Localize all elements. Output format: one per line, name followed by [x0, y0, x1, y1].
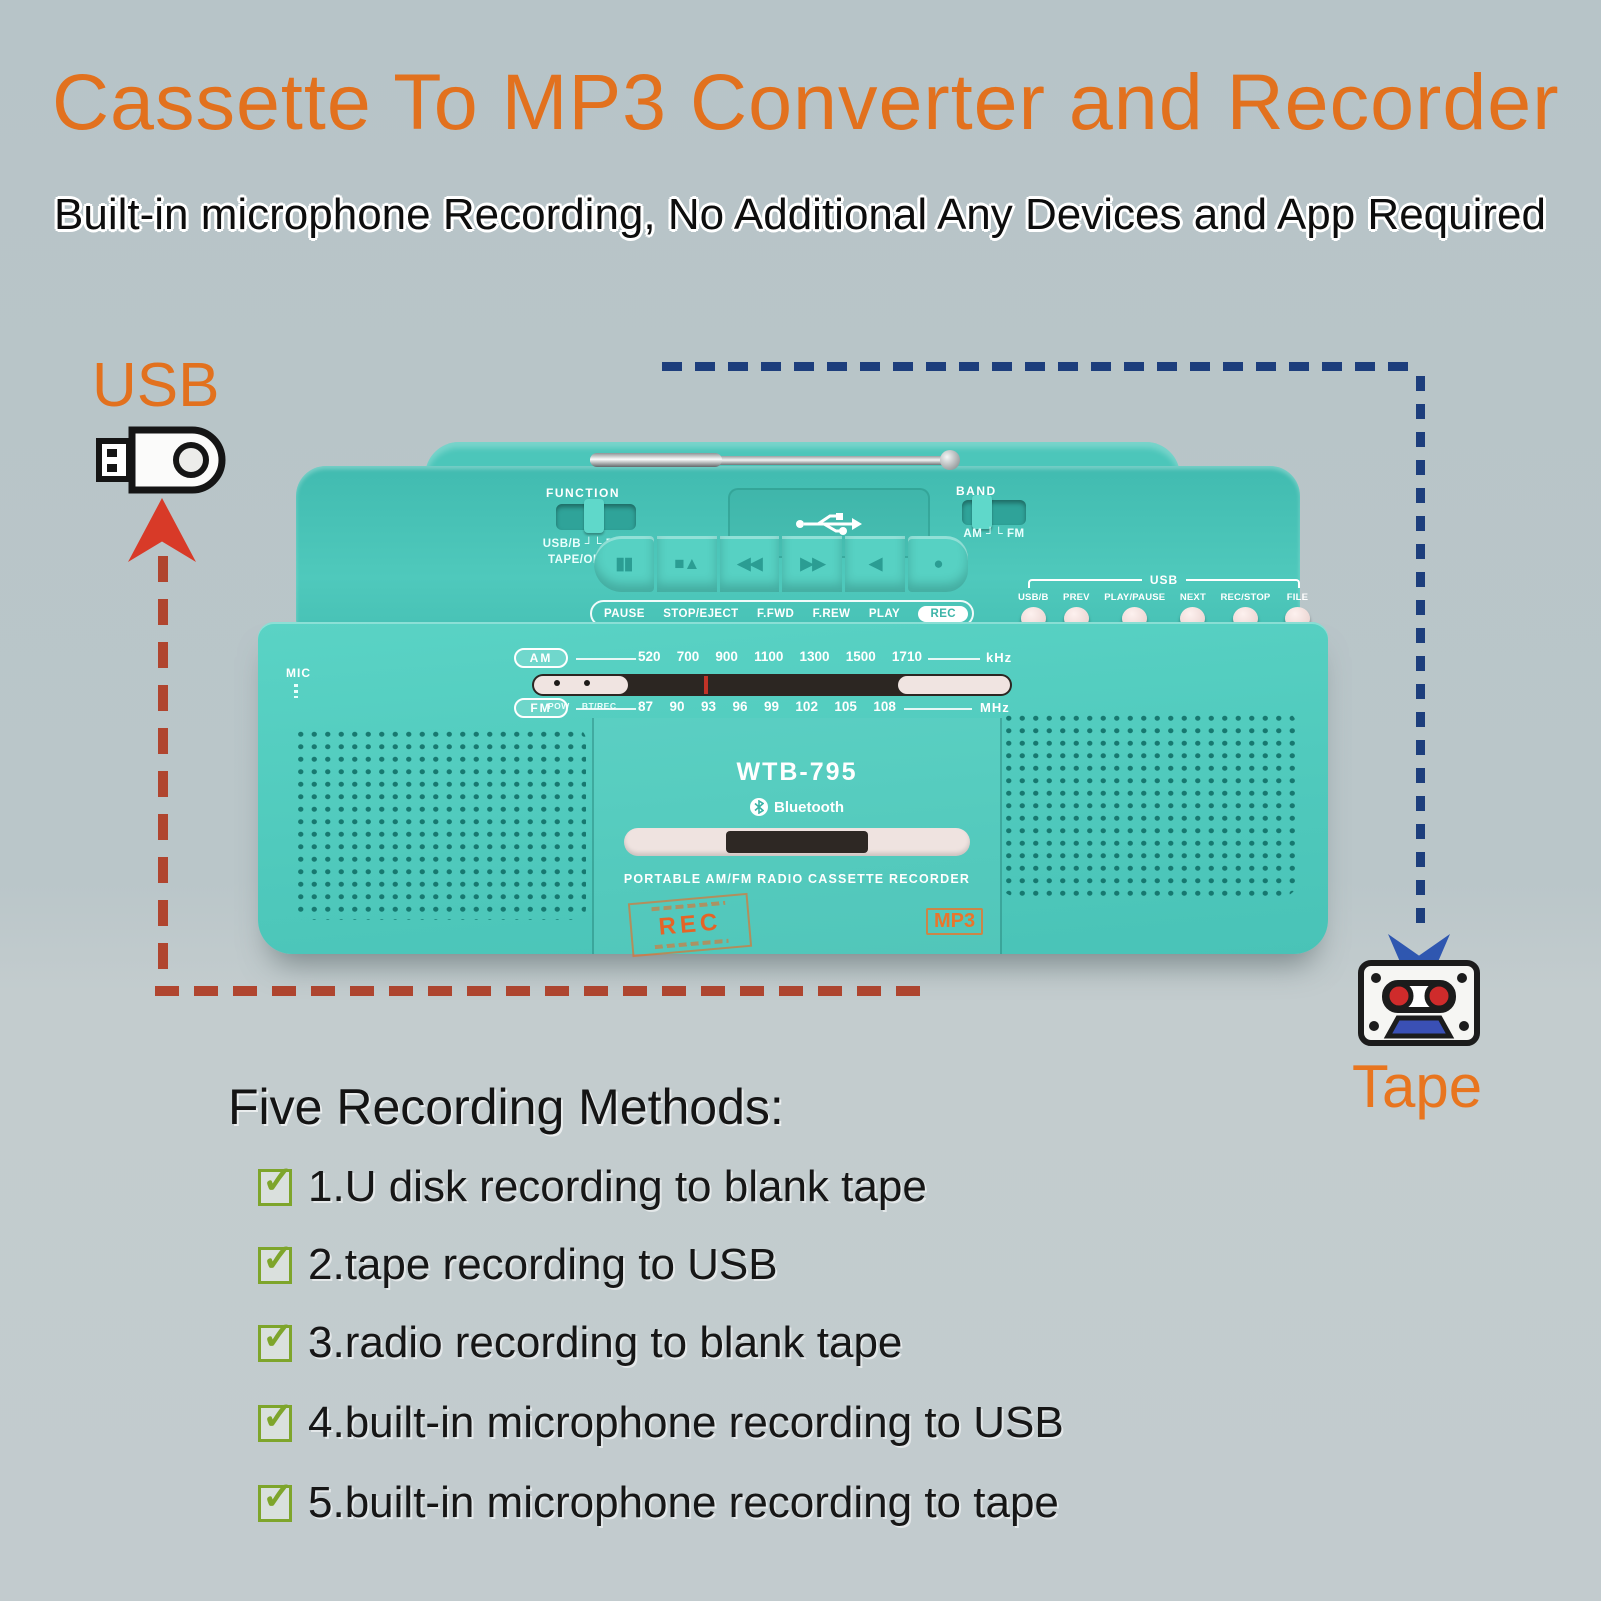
cassette-key-row: ▮▮ ■▲ ◀◀ ▶▶ ◀ ●	[594, 536, 968, 592]
antenna	[590, 456, 958, 465]
right-speaker-grille	[1002, 712, 1296, 896]
play-icon: ◀	[869, 554, 882, 573]
fm-frequency-scale: 87 90 93 96 99 102 105 108	[638, 699, 896, 714]
rec-stamp: REC	[627, 892, 753, 958]
front-panel: MIC AM 520 700 900 1100 1300 1500 1710 k…	[258, 622, 1328, 958]
list-item: ✓ 4.built-in microphone recording to USB	[258, 1396, 1064, 1448]
cassette-slot	[624, 828, 970, 856]
methods-heading: Five Recording Methods:	[228, 1079, 784, 1135]
band-slide-switch	[962, 495, 1026, 529]
stop-eject-label: STOP/EJECT	[663, 607, 739, 620]
dial-slider	[898, 676, 1010, 694]
antenna-tip	[940, 450, 960, 470]
rewind-key: ▶▶	[782, 536, 843, 592]
ffwd-label: F.FWD	[757, 607, 795, 620]
bluetooth-icon	[750, 798, 768, 816]
check-icon: ✓	[258, 1476, 294, 1522]
left-speaker-grille	[294, 728, 586, 920]
usb-flash-drive-icon	[94, 424, 234, 501]
function-positions-off: TAPE/OFF	[547, 554, 608, 566]
tuning-dial-strip	[532, 674, 1012, 696]
list-item: ✓ 2.tape recording to USB	[258, 1238, 778, 1290]
btrec-led	[584, 680, 590, 686]
fm-unit: MHz	[980, 700, 1010, 715]
red-dashed-line-horizontal	[155, 986, 923, 996]
band-switch-knob	[972, 495, 992, 529]
fast-forward-key: ◀◀	[719, 536, 780, 592]
frew-label: F.REW	[812, 607, 851, 620]
play-label: PLAY	[868, 607, 901, 620]
band-positions: AM ┘└ FM	[963, 528, 1025, 540]
list-item: ✓ 5.built-in microphone recording to tap…	[258, 1476, 1059, 1528]
mic-label: MIC	[286, 666, 311, 680]
blue-dashed-line-horizontal	[662, 362, 1420, 371]
am-frequency-scale: 520 700 900 1100 1300 1500 1710	[638, 649, 922, 664]
usb-callout-label: USB	[92, 351, 220, 420]
tape-callout-label: Tape	[1352, 1053, 1483, 1120]
check-icon: ✓	[258, 1316, 294, 1362]
bluetooth-branding: Bluetooth	[594, 798, 1000, 816]
cassette-door: WTB-795 Bluetooth PORTABLE AM/FM RADIO C…	[592, 718, 1002, 958]
record-icon: ●	[933, 554, 943, 573]
fast-forward-icon: ▶▶	[800, 554, 825, 573]
stop-eject-icon: ■▲	[674, 554, 700, 573]
power-led	[554, 680, 560, 686]
record-key: ●	[908, 536, 968, 592]
mp3-badge: MP3	[926, 908, 984, 935]
dial-indicator-window	[534, 676, 628, 694]
cassette-tape-icon	[1356, 956, 1482, 1055]
play-key: ◀	[845, 536, 906, 592]
antenna-base	[590, 453, 722, 467]
tuning-needle	[704, 676, 708, 694]
pause-icon: ▮▮	[615, 554, 634, 573]
red-dashed-line-vertical	[158, 556, 168, 990]
function-switch-label: FUNCTION	[546, 486, 620, 500]
usb-port-icon	[796, 513, 862, 535]
rec-label: REC	[918, 605, 968, 622]
usb-section-label: USB	[1149, 573, 1179, 587]
product-tagline: PORTABLE AM/FM RADIO CASSETTE RECORDER	[623, 872, 971, 886]
check-icon: ✓	[258, 1238, 294, 1284]
function-switch-knob	[584, 499, 604, 533]
stop-eject-key: ■▲	[656, 536, 717, 592]
fm-band-pill: FM	[514, 698, 568, 718]
am-unit: kHz	[986, 650, 1013, 665]
up-arrow-icon	[128, 498, 196, 562]
page-title: Cassette To MP3 Converter and Recorder	[52, 57, 1560, 146]
list-item: ✓ 3.radio recording to blank tape	[258, 1316, 902, 1368]
model-number: WTB-795	[736, 758, 858, 786]
page-subtitle: Built-in microphone Recording, No Additi…	[54, 190, 1546, 239]
pause-label: PAUSE	[604, 607, 645, 620]
am-band-pill: AM	[514, 648, 568, 668]
check-icon: ✓	[258, 1160, 294, 1206]
function-slide-switch	[556, 499, 636, 533]
rewind-icon: ◀◀	[737, 554, 762, 573]
usb-section-bracket: USB	[1028, 573, 1300, 590]
blue-dashed-line-vertical	[1416, 376, 1425, 936]
list-item: ✓ 1.U disk recording to blank tape	[258, 1160, 927, 1212]
pause-key: ▮▮	[594, 536, 654, 592]
check-icon: ✓	[258, 1396, 294, 1442]
boombox-device: FUNCTION USB/B ┘└ RADIO TAPE/OFF BAND AM…	[240, 442, 1335, 1002]
mic-holes	[294, 684, 298, 698]
band-switch-label: BAND	[956, 484, 997, 498]
